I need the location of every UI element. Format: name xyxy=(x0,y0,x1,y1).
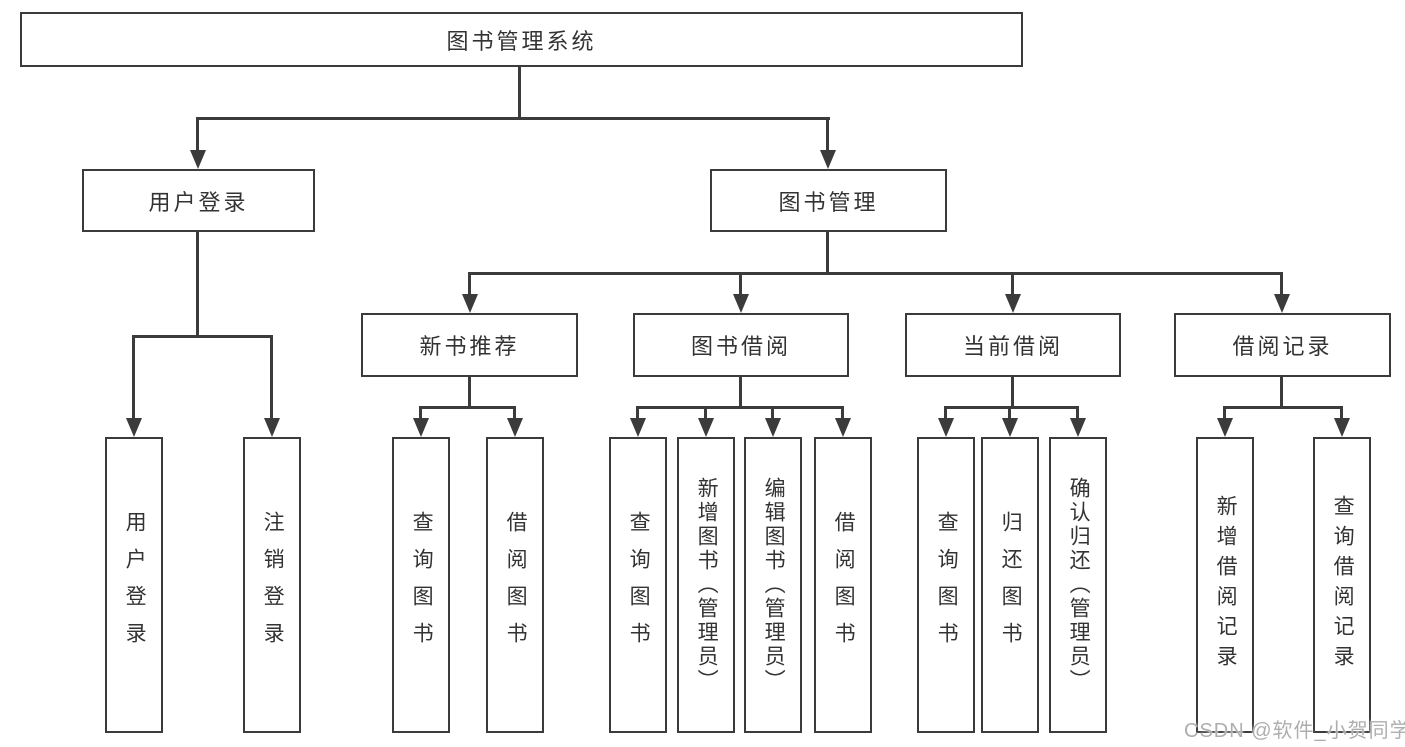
connector-borrow-stub xyxy=(739,377,742,408)
connector-user-bus xyxy=(134,335,273,338)
connector-book-stub xyxy=(826,232,829,274)
leaf-borrow-edit-books-admin-label: 编辑图书（管理员） xyxy=(762,477,786,693)
leaf-current-return-books-label: 归还图书 xyxy=(999,511,1023,659)
arrowhead-user-leaf1 xyxy=(126,418,142,437)
leaf-user-logout-label: 注销登录 xyxy=(261,511,285,659)
arrowhead-l2-user xyxy=(190,150,206,169)
leaf-record-query: 查询借阅记录 xyxy=(1313,437,1371,733)
node-book-borrow-label: 图书借阅 xyxy=(690,334,791,359)
connector-leaf-stem xyxy=(704,406,707,420)
leaf-new-query-books-label: 查询图书 xyxy=(410,511,434,659)
connector-leaf-stem xyxy=(1076,406,1079,420)
arrowhead-leaf xyxy=(413,418,429,437)
node-new-recommend: 新书推荐 xyxy=(361,313,578,377)
connector-l3-new-stem xyxy=(468,272,471,297)
node-book-mgmt: 图书管理 xyxy=(710,169,947,232)
arrowhead-l2-book xyxy=(820,150,836,169)
arrowhead-l3-current xyxy=(1005,294,1021,313)
connector-l3-bus xyxy=(470,272,1283,275)
connector-l3-borrow-stem xyxy=(739,272,742,297)
connector-l2-user-stem xyxy=(196,117,199,153)
leaf-current-query-books: 查询图书 xyxy=(917,437,975,733)
node-borrow-record-label: 借阅记录 xyxy=(1232,334,1333,359)
arrowhead-leaf xyxy=(765,418,781,437)
arrowhead-leaf xyxy=(698,418,714,437)
connector-current-stub xyxy=(1011,377,1014,408)
leaf-borrow-add-books-admin-label: 新增图书（管理员） xyxy=(695,477,719,693)
leaf-current-query-books-label: 查询图书 xyxy=(935,511,959,659)
connector-l2-book-stem xyxy=(826,117,829,153)
arrowhead-leaf xyxy=(1002,418,1018,437)
leaf-borrow-edit-books-admin: 编辑图书（管理员） xyxy=(744,437,802,733)
connector-leaf-stem xyxy=(841,406,844,420)
node-root-label: 图书管理系统 xyxy=(446,28,597,54)
arrowhead-leaf xyxy=(1070,418,1086,437)
arrowhead-l3-record xyxy=(1274,294,1290,313)
leaf-borrow-borrow-books: 借阅图书 xyxy=(814,437,872,733)
arrowhead-leaf xyxy=(938,418,954,437)
arrowhead-user-leaf2 xyxy=(264,418,280,437)
node-new-recommend-label: 新书推荐 xyxy=(419,334,520,359)
connector-new-bus xyxy=(421,406,516,409)
arrowhead-leaf xyxy=(835,418,851,437)
leaf-record-query-label: 查询借阅记录 xyxy=(1331,495,1355,675)
node-user-login: 用户登录 xyxy=(82,169,315,232)
connector-leaf-stem xyxy=(1223,406,1226,420)
leaf-current-return-books: 归还图书 xyxy=(981,437,1039,733)
node-current-borrow: 当前借阅 xyxy=(905,313,1121,377)
leaf-borrow-borrow-books-label: 借阅图书 xyxy=(832,511,856,659)
connector-record-bus xyxy=(1225,406,1343,409)
node-root: 图书管理系统 xyxy=(20,12,1023,67)
leaf-borrow-query-books-label: 查询图书 xyxy=(627,511,651,659)
arrowhead-leaf xyxy=(1217,418,1233,437)
connector-borrow-bus xyxy=(638,406,844,409)
leaf-new-borrow-books-label: 借阅图书 xyxy=(504,511,528,659)
connector-l3-record-stem xyxy=(1280,272,1283,297)
leaf-new-query-books: 查询图书 xyxy=(392,437,450,733)
arrowhead-l3-new xyxy=(462,294,478,313)
leaf-new-borrow-books: 借阅图书 xyxy=(486,437,544,733)
csdn-watermark: CSDN @软件_小贺同学 xyxy=(1184,720,1405,742)
connector-leaf-stem xyxy=(1340,406,1343,420)
connector-user-leaf2-stem xyxy=(270,335,273,420)
connector-leaf-stem xyxy=(1008,406,1011,420)
connector-l2-bus xyxy=(197,117,830,120)
leaf-current-confirm-return-admin: 确认归还（管理员） xyxy=(1049,437,1107,733)
leaf-borrow-add-books-admin: 新增图书（管理员） xyxy=(677,437,735,733)
leaf-borrow-query-books: 查询图书 xyxy=(609,437,667,733)
leaf-record-add-label: 新增借阅记录 xyxy=(1214,495,1238,675)
leaf-user-login: 用户登录 xyxy=(105,437,163,733)
connector-root-stub xyxy=(518,67,521,118)
arrowhead-l3-borrow xyxy=(733,294,749,313)
leaf-user-login-label: 用户登录 xyxy=(123,511,147,659)
leaf-current-confirm-return-admin-label: 确认归还（管理员） xyxy=(1067,477,1091,693)
leaf-user-logout: 注销登录 xyxy=(243,437,301,733)
connector-leaf-stem xyxy=(944,406,947,420)
connector-leaf-stem xyxy=(419,406,422,420)
node-book-mgmt-label: 图书管理 xyxy=(778,189,879,215)
node-current-borrow-label: 当前借阅 xyxy=(962,334,1063,359)
node-user-login-label: 用户登录 xyxy=(148,189,249,215)
connector-leaf-stem xyxy=(636,406,639,420)
connector-user-stub xyxy=(196,232,199,337)
connector-current-bus xyxy=(946,406,1079,409)
connector-record-stub xyxy=(1280,377,1283,408)
connector-user-leaf1-stem xyxy=(132,335,135,420)
arrowhead-leaf xyxy=(507,418,523,437)
connector-new-stub xyxy=(468,377,471,408)
node-borrow-record: 借阅记录 xyxy=(1174,313,1391,377)
connector-l3-current-stem xyxy=(1011,272,1014,297)
connector-leaf-stem xyxy=(513,406,516,420)
leaf-record-add: 新增借阅记录 xyxy=(1196,437,1254,733)
arrowhead-leaf xyxy=(630,418,646,437)
arrowhead-leaf xyxy=(1334,418,1350,437)
node-book-borrow: 图书借阅 xyxy=(633,313,849,377)
connector-leaf-stem xyxy=(771,406,774,420)
